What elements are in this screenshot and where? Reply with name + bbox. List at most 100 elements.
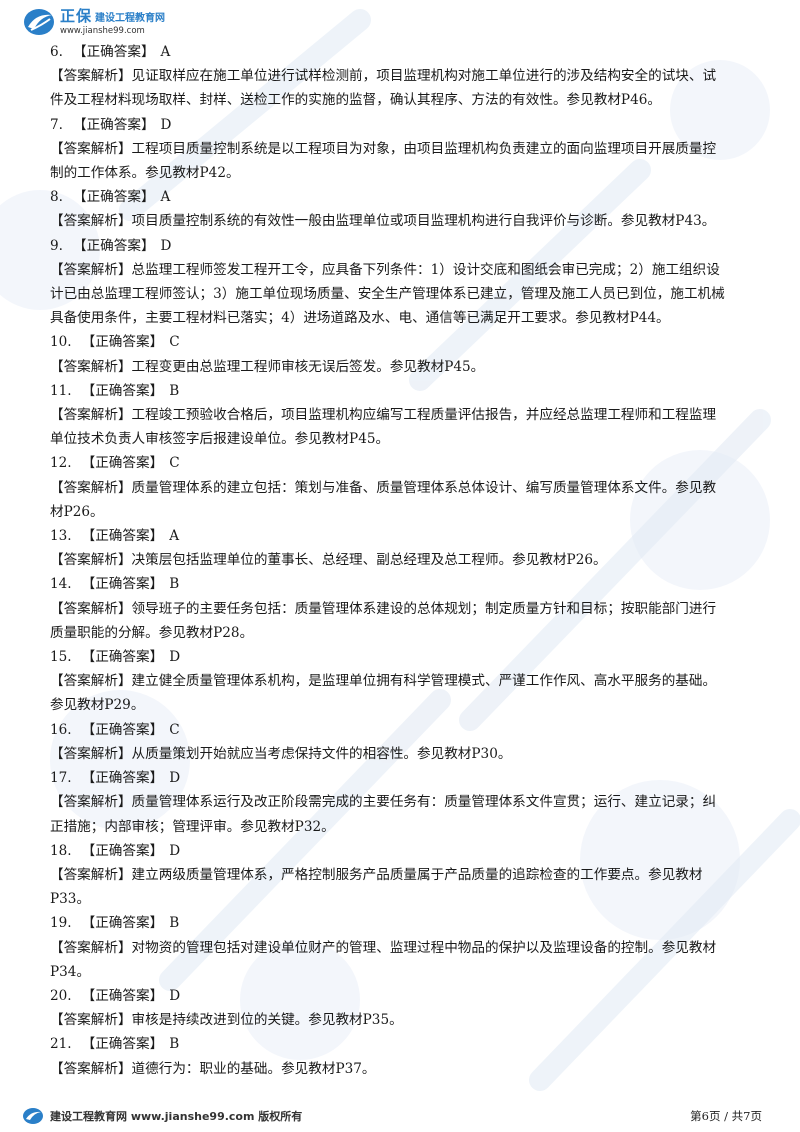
answer-line: 10. 【正确答案】 C (50, 330, 760, 354)
analysis-line: 质量职能的分解。参见教材P28。 (50, 624, 254, 641)
analysis-line: P34。 (50, 963, 91, 980)
analysis-line: 制的工作体系。参见教材P42。 (50, 165, 240, 182)
answer-line: 17. 【正确答案】 D (50, 766, 760, 790)
question-number: 6. (50, 44, 63, 60)
answer-value: C (169, 721, 180, 738)
analysis-line: 【答案解析】道德行为：职业的基础。参见教材P37。 (50, 1060, 376, 1077)
answer-label: 【正确答案】 (72, 116, 155, 133)
analysis-line: 参见教材P29。 (50, 697, 145, 714)
analysis-line: 【答案解析】工程竣工预验收合格后，项目监理机构应编写工程质量评估报告，并应经总监… (50, 407, 717, 424)
answer-value: D (169, 842, 181, 859)
answer-line: 7. 【正确答案】 D (50, 113, 760, 137)
answer-line: 20. 【正确答案】 D (50, 984, 760, 1008)
analysis-line: 【答案解析】从质量策划开始就应当考虑保持文件的相容性。参见教材P30。 (50, 745, 512, 762)
answer-label: 【正确答案】 (81, 915, 164, 932)
answer-label: 【正确答案】 (81, 528, 164, 545)
analysis-line: 【答案解析】建立两级质量管理体系，严格控制服务产品质量属于产品质量的追踪检查的工… (50, 866, 703, 883)
answer-list: 6. 【正确答案】 A 【答案解析】见证取样应在施工单位进行试样检测前，项目监理机构对… (50, 40, 760, 1081)
answer-value: B (169, 576, 180, 593)
logo-url: www.jianshe99.com (60, 25, 145, 36)
footer-copyright: 建设工程教育网 www.jianshe99.com 版权所有 (50, 1110, 303, 1123)
answer-value: A (169, 528, 180, 545)
analysis-line: 【答案解析】质量管理体系运行及改正阶段需完成的主要任务有：质量管理体系文件宣贯；… (50, 794, 717, 811)
question-number: 14. (50, 576, 72, 593)
answer-value: A (160, 189, 171, 206)
answer-label: 【正确答案】 (72, 44, 155, 60)
question-number: 9. (50, 237, 63, 254)
question-number: 20. (50, 987, 72, 1004)
question-number: 11. (50, 382, 72, 399)
question-number: 21. (50, 1036, 72, 1053)
answer-value: B (169, 382, 180, 399)
answer-label: 【正确答案】 (81, 576, 164, 593)
answer-label: 【正确答案】 (81, 770, 164, 787)
answer-value: D (169, 987, 181, 1004)
question-number: 13. (50, 528, 72, 545)
answer-line: 13. 【正确答案】 A (50, 524, 760, 548)
answer-line: 15. 【正确答案】 D (50, 645, 760, 669)
analysis-line: 【答案解析】项目质量控制系统的有效性一般由监理单位或项目监理机构进行自我评价与诊… (50, 213, 716, 230)
answer-value: C (169, 455, 180, 472)
analysis-line: 【答案解析】对物资的管理包括对建设单位财产的管理、监理过程中物品的保护以及监理设… (50, 939, 717, 956)
question-number: 7. (50, 116, 63, 133)
answer-value: C (169, 334, 180, 351)
answer-line: 6. 【正确答案】 A (50, 40, 760, 64)
answer-label: 【正确答案】 (81, 649, 164, 666)
answer-line: 19. 【正确答案】 B (50, 911, 760, 935)
answer-label: 【正确答案】 (81, 455, 164, 472)
analysis-line: 【答案解析】质量管理体系的建立包括：策划与准备、质量管理体系总体设计、编写质量管… (50, 479, 717, 496)
answer-value: B (169, 915, 180, 932)
analysis-line: 计已由总监理工程师签认；3）施工单位现场质量、安全生产管理体系已建立，管理及施工… (50, 286, 725, 303)
answer-label: 【正确答案】 (72, 237, 155, 254)
analysis-line: 【答案解析】建立健全质量管理体系机构，是监理单位拥有科学管理模式、严谨工作作风、… (50, 673, 717, 690)
page-number: 第6页 / 共7页 (690, 1109, 762, 1123)
answer-line: 8. 【正确答案】 A (50, 185, 760, 209)
answer-value: D (169, 649, 181, 666)
answer-line: 11. 【正确答案】 B (50, 379, 760, 403)
analysis-line: P33。 (50, 891, 91, 908)
question-number: 16. (50, 721, 72, 738)
analysis-line: 具备使用条件，主要工程材料已落实；4）进场道路及水、电、通信等已满足开工要求。参… (50, 310, 670, 327)
question-number: 15. (50, 649, 72, 666)
analysis-line: 【答案解析】工程变更由总监理工程师审核无误后签发。参见教材P45。 (50, 358, 485, 375)
answer-value: D (160, 237, 172, 254)
question-number: 12. (50, 455, 72, 472)
analysis-line: 【答案解析】决策层包括监理单位的董事长、总经理、副总经理及总工程师。参见教材P2… (50, 552, 607, 569)
answer-label: 【正确答案】 (81, 842, 164, 859)
question-number: 18. (50, 842, 72, 859)
answer-label: 【正确答案】 (81, 987, 164, 1004)
answer-label: 【正确答案】 (81, 334, 164, 351)
answer-line: 16. 【正确答案】 C (50, 718, 760, 742)
answer-line: 21. 【正确答案】 B (50, 1032, 760, 1056)
question-number: 10. (50, 334, 72, 351)
answer-value: D (169, 770, 181, 787)
analysis-line: 件及工程材料现场取样、封样、送检工作的实施的监督，确认其程序、方法的有效性。参见… (50, 92, 661, 109)
page-footer: 建设工程教育网 www.jianshe99.com 版权所有 第6页 / 共7页 (22, 1106, 780, 1126)
analysis-line: 【答案解析】见证取样应在施工单位进行试样检测前，项目监理机构对施工单位进行的涉及… (50, 68, 717, 85)
answer-label: 【正确答案】 (81, 382, 164, 399)
swoosh-logo-icon (24, 9, 54, 35)
answer-line: 9. 【正确答案】 D (50, 234, 760, 258)
question-number: 17. (50, 770, 72, 787)
analysis-line: 材P26。 (50, 503, 104, 520)
answer-value: D (160, 116, 172, 133)
question-number: 19. (50, 915, 72, 932)
analysis-line: 【答案解析】工程项目质量控制系统是以工程项目为对象，由项目监理机构负责建立的面向… (50, 140, 717, 157)
page-header: 正保 建设工程教育网 www.jianshe99.com (22, 6, 165, 38)
answer-value: A (160, 44, 171, 60)
swoosh-logo-icon (23, 1108, 43, 1124)
answer-line: 18. 【正确答案】 D (50, 839, 760, 863)
answer-line: 12. 【正确答案】 C (50, 451, 760, 475)
analysis-line: 单位技术负责人审核签字后报建设单位。参见教材P45。 (50, 431, 390, 448)
analysis-line: 【答案解析】领导班子的主要任务包括：质量管理体系建设的总体规划；制定质量方针和目… (50, 600, 717, 617)
question-number: 8. (50, 189, 63, 206)
answer-line: 14. 【正确答案】 B (50, 572, 760, 596)
answer-value: B (169, 1036, 180, 1053)
analysis-line: 【答案解析】总监理工程师签发工程开工令，应具备下列条件：1）设计交底和图纸会审已… (50, 261, 720, 278)
logo-brand: 正保 (60, 6, 93, 25)
answer-label: 【正确答案】 (81, 1036, 164, 1053)
answer-label: 【正确答案】 (72, 189, 155, 206)
analysis-line: 正措施；内部审核；管理评审。参见教材P32。 (50, 818, 335, 835)
analysis-line: 【答案解析】审核是持续改进到位的关键。参见教材P35。 (50, 1012, 403, 1029)
answer-label: 【正确答案】 (81, 721, 164, 738)
